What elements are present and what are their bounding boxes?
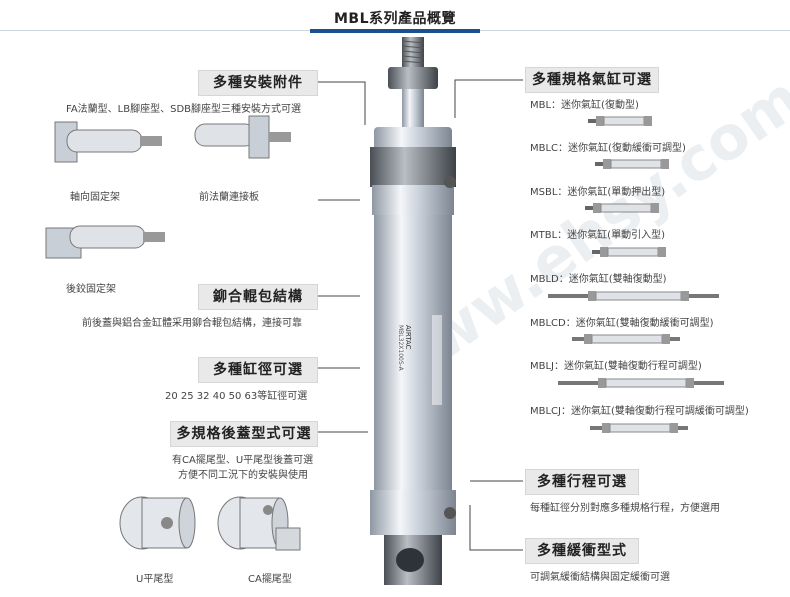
mblj-mini-image <box>558 378 724 388</box>
page-title: MBL系列產品概覽 <box>333 11 457 27</box>
mount-options-desc: FA法蘭型、LB腳座型、SDB腳座型三種安裝方式可選 <box>66 104 302 115</box>
front-flange-image <box>194 115 291 159</box>
mblc-mini-image <box>595 159 669 169</box>
u-type-caption: U平尾型 <box>136 574 174 585</box>
title-accent-bar <box>310 29 480 33</box>
crimp-structure-label: 鉚合輥包結構 <box>198 284 318 310</box>
ca-type-rear-image <box>217 496 301 551</box>
model-item-mtbl: MTBL：迷你氣缸(單動引入型) <box>530 230 665 241</box>
rear-clevis-caption: 後鉸固定架 <box>66 284 116 295</box>
rear-cover-desc-1: 有CA擺尾型、U平尾型後蓋可選 <box>172 455 314 466</box>
axial-mount-image <box>54 121 162 163</box>
cushion-options-desc: 可調氣緩衝結構與固定緩衝可選 <box>530 572 670 583</box>
front-flange-caption: 前法蘭連接板 <box>199 192 259 203</box>
cushion-options-label: 多種緩衝型式 <box>525 538 639 564</box>
bore-options-desc: 20 25 32 40 50 63等缸徑可選 <box>165 391 308 402</box>
crimp-structure-desc: 前後蓋與鋁合金缸體采用鉚合輥包結構，連接可靠 <box>82 318 302 329</box>
main-cylinder-image <box>370 37 456 585</box>
model-item-mblc: MBLC：迷你氣缸(復動緩衝可調型) <box>530 143 686 154</box>
model-item-mblcd: MBLCD：迷你氣缸(雙軸復動緩衝可調型) <box>530 318 714 329</box>
rear-cover-desc-2: 方便不同工況下的安裝與使用 <box>178 470 308 481</box>
axial-mount-caption: 軸向固定架 <box>70 192 120 203</box>
u-type-rear-image <box>119 496 196 550</box>
mblcd-mini-image <box>572 334 680 344</box>
mbld-mini-image <box>548 291 719 301</box>
model-item-msbl: MSBL：迷你氣缸(單動押出型) <box>530 187 666 198</box>
mtbl-mini-image <box>592 247 666 257</box>
mblcj-mini-image <box>590 423 688 433</box>
model-item-mbl: MBL：迷你氣缸(復動型) <box>530 100 639 111</box>
mbl-mini-image <box>588 116 652 126</box>
msbl-mini-image <box>585 203 659 213</box>
model-item-mblcj: MBLCJ：迷你氣缸(雙軸復動行程可調緩衝可調型) <box>530 406 749 417</box>
stroke-options-desc: 每種缸徑分別對應多種規格行程，方便選用 <box>530 503 720 514</box>
stroke-options-label: 多種行程可選 <box>525 469 639 495</box>
ca-type-caption: CA擺尾型 <box>248 574 292 585</box>
mount-options-label: 多種安裝附件 <box>198 70 318 96</box>
model-item-mblj: MBLJ：迷你氣缸(雙軸復動行程可調型) <box>530 361 702 372</box>
bore-options-label: 多種缸徑可選 <box>198 357 318 383</box>
rear-cover-label: 多規格後蓋型式可選 <box>170 421 318 447</box>
models-label: 多種規格氣缸可選 <box>525 67 659 93</box>
model-item-mbld: MBLD：迷你氣缸(雙軸復動型) <box>530 274 667 285</box>
rear-clevis-image <box>45 225 165 259</box>
